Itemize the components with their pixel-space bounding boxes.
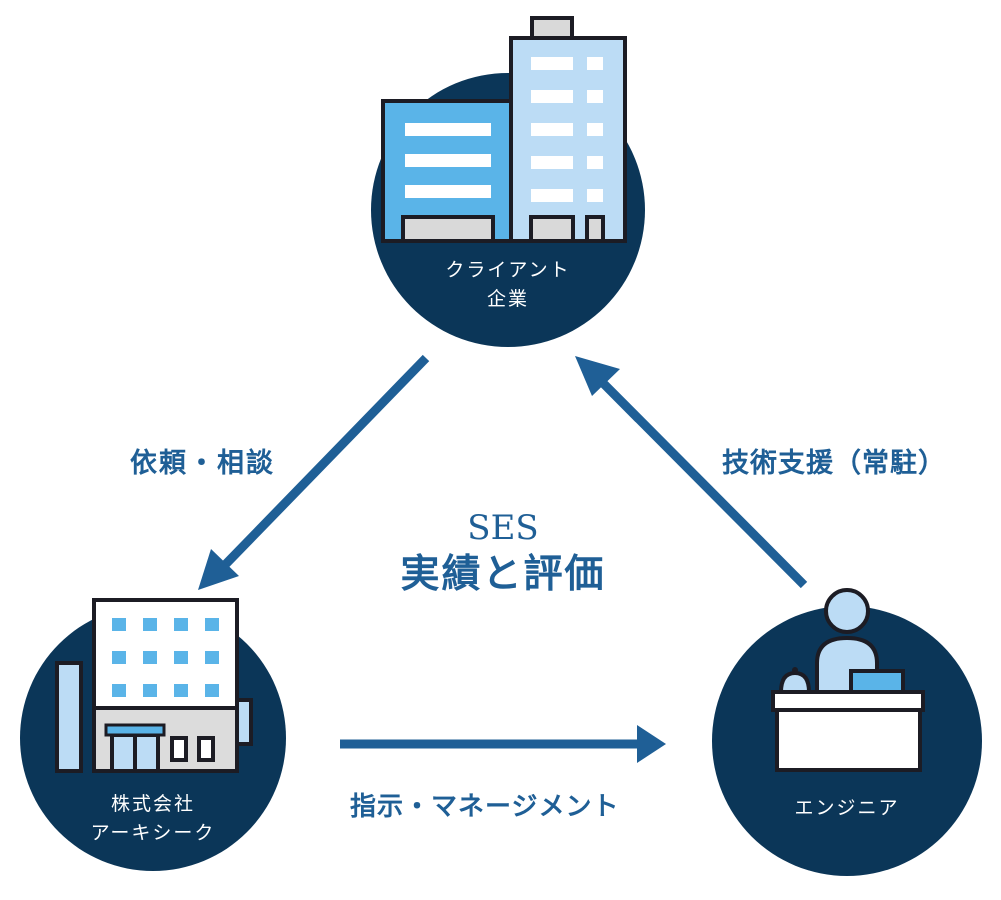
company-label: 株式会社 アーキシーク [58,790,248,848]
client-node [371,16,645,347]
client-label-line1: クライアント [445,259,571,281]
engineer-label: エンジニア [762,794,932,823]
center-title: SES [467,508,539,548]
office-windows [112,618,219,697]
arrow-management [340,725,666,763]
center-subtitle: 実績と評価 [400,551,606,597]
management-label: 指示・マネージメント [350,792,620,822]
engineer-node [712,588,982,876]
center-text: SES 実績と評価 [348,508,658,600]
request-label: 依頼・相談 [130,448,275,479]
client-label-line2: 企業 [486,288,529,310]
support-label: 技術支援（常駐） [722,448,946,479]
company-node [20,598,286,871]
arrow-support [575,356,808,589]
engineer-label-line1: エンジニア [794,797,900,819]
engineer-desk-icon [771,588,925,772]
company-label-line2: アーキシーク [90,822,216,844]
client-windows [405,57,603,202]
arrow-request [198,354,430,590]
company-label-line1: 株式会社 [110,793,195,815]
client-label: クライアント 企業 [408,256,608,314]
